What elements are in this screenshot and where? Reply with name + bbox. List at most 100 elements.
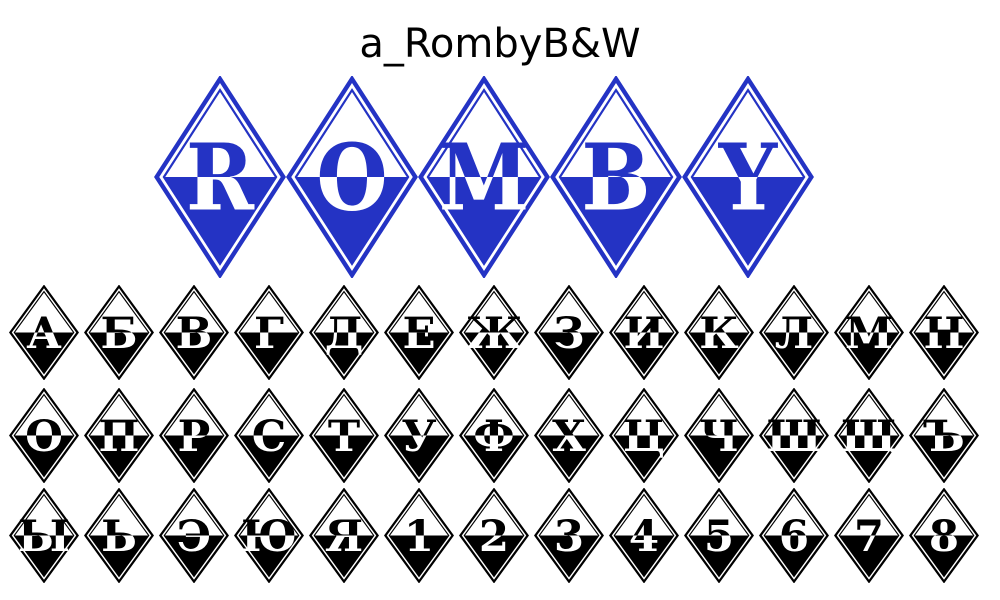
diamond-glyph-Ф: ФФ [459,388,529,483]
diamond-glyph-2: 22 [459,488,529,583]
diamond-inner-border [163,393,225,478]
glyph-letter-top: 4 [629,511,659,562]
diamond-bottom-fill [464,535,524,577]
glyph-letter-top: С [252,411,287,462]
glyph-letter-top: Ч [699,411,739,462]
diamond-inner-border [88,290,150,375]
diamond-inner-border [163,290,225,375]
diamond-inner-border [763,393,825,478]
diamond-glyph-B: BB [550,76,682,278]
diamond-glyph-3: 33 [534,488,604,583]
glyph-letter-bottom: П [99,411,140,462]
diamond-bottom-fill [239,332,299,374]
glyph-letter-top: У [401,411,436,462]
diamond-bottom-fill [14,332,74,374]
glyph-letter-top: M [439,123,530,232]
diamond-glyph-6: 66 [759,488,829,583]
diamond-inner-border [913,393,975,478]
glyph-letter-bottom: Л [775,308,813,359]
glyph-letter-top: К [699,308,738,359]
diamond-inner-border [763,290,825,375]
glyph-letter-bottom: 8 [929,511,959,562]
glyph-letter-top: М [845,308,893,359]
diamond-inner-border [538,290,600,375]
glyph-letter-top: Г [254,308,284,359]
diamond-bottom-fill [89,535,149,577]
diamond-bottom-fill [314,332,374,374]
diamond-bottom-fill [295,177,409,264]
glyph-letter-top: Ф [473,411,514,462]
glyph-letter-top: Б [100,308,137,359]
diamond-inner-border [313,393,375,478]
glyph-letter-bottom: С [252,411,287,462]
glyph-letter-bottom: B [581,123,650,232]
diamond-inner-border [913,290,975,375]
diamond-bottom-fill [689,535,749,577]
glyph-letter-bottom: O [316,123,387,232]
glyph-letter-bottom: Ф [473,411,514,462]
diamond-bottom-fill [689,332,749,374]
glyph-letter-top: 5 [704,511,734,562]
diamond-glyph-M: MM [418,76,550,278]
glyph-letter-top: Ш [766,411,821,462]
diamond-inner-border [13,290,75,375]
diamond-glyph-Б: ББ [84,285,154,380]
diamond-bottom-fill [89,435,149,477]
diamond-glyph-7: 77 [834,488,904,583]
diamond-glyph-8: 88 [909,488,979,583]
glyph-letter-top: П [99,411,140,462]
diamond-bottom-fill [314,435,374,477]
diamond-glyph-О: ОО [9,388,79,483]
glyph-letter-top: O [316,123,387,232]
glyph-letter-bottom: В [176,308,213,359]
diamond-glyph-Ж: ЖЖ [459,285,529,380]
glyph-letter-bottom: Я [325,511,363,562]
diamond-bottom-fill [14,435,74,477]
diamond-glyph-Ъ: ЪЪ [909,388,979,483]
glyph-letter-top: Я [325,511,363,562]
diamond-bottom-fill [614,535,674,577]
diamond-glyph-Ь: ЬЬ [84,488,154,583]
glyph-letter-bottom: Э [177,511,212,562]
glyph-letter-top: Ь [101,511,137,562]
glyph-letter-top: Щ [841,411,897,462]
diamond-bottom-fill [464,332,524,374]
glyph-letter-bottom: Т [328,411,360,462]
diamond-glyph-Э: ЭЭ [159,488,229,583]
glyph-letter-bottom: Г [254,308,284,359]
glyph-letter-bottom: 3 [554,511,584,562]
diamond-glyph-Ю: ЮЮ [234,488,304,583]
diamond-glyph-Г: ГГ [234,285,304,380]
glyph-letter-bottom: Ы [18,511,70,562]
glyph-letter-bottom: У [401,411,436,462]
diamond-glyph-Т: ТТ [309,388,379,483]
diamond-bottom-fill [764,332,824,374]
diamond-glyph-Ы: ЫЫ [9,488,79,583]
diamond-bottom-fill [164,435,224,477]
glyph-row-2: ООППРРССТТУУФФХХЦЦЧЧШШЩЩЪЪ [9,388,979,483]
diamond-inner-border [388,290,450,375]
diamond-bottom-fill [689,435,749,477]
glyph-letter-bottom: Х [552,411,586,462]
diamond-glyph-У: УУ [384,388,454,483]
glyph-letter-top: Х [552,411,586,462]
glyph-letter-bottom: Ш [766,411,821,462]
glyph-letter-top: Д [325,308,364,359]
diamond-glyph-И: ИИ [609,285,679,380]
glyph-letter-bottom: Ю [241,511,297,562]
diamond-glyph-Д: ДД [309,285,379,380]
diamond-bottom-fill [839,332,899,374]
glyph-letter-top: Ы [18,511,70,562]
glyph-letter-bottom: 6 [779,511,809,562]
glyph-letter-top: З [553,308,584,359]
glyph-letter-top: 3 [554,511,584,562]
glyph-letter-top: Э [177,511,212,562]
diamond-bottom-fill [164,332,224,374]
glyph-letter-bottom: 2 [479,511,509,562]
diamond-bottom-fill [164,535,224,577]
glyph-letter-bottom: Ц [623,411,665,462]
glyph-letter-top: Е [402,308,435,359]
diamond-bottom-fill [539,435,599,477]
glyph-letter-top: А [26,308,61,359]
